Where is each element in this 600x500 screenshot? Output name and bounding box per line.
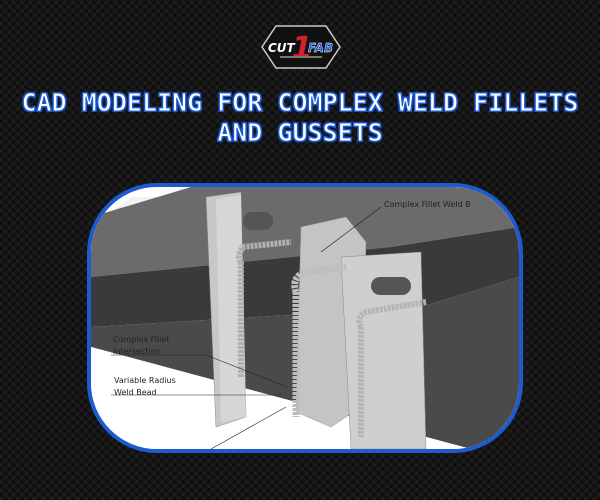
label-radius-line-2: Weld Bead <box>114 388 157 397</box>
label-complex-fillet-weld: Complex Fillet Weld B <box>384 200 471 209</box>
weld-bead-1 <box>235 239 292 377</box>
svg-text:FAB: FAB <box>308 41 333 55</box>
label-fillet-line-1: Complex Filiet <box>113 335 170 344</box>
cad-figure-panel: Complex Fillet Weld B Complex Filiet Int… <box>87 183 523 453</box>
weld-bead-3 <box>356 299 427 437</box>
label-fillet-line-2: Intersection <box>113 347 161 356</box>
label-radius-line-1: Variable Radius <box>114 376 176 385</box>
cutfab-logo: 1 CUT FAB <box>261 25 341 69</box>
page-title: CAD MODELING FOR COMPLEX WELD FILLETS AN… <box>0 88 600 148</box>
svg-text:CUT: CUT <box>268 41 296 55</box>
title-line-2: AND GUSSETS <box>217 118 384 148</box>
weld-bead-2 <box>291 263 347 417</box>
cad-weld-model <box>91 187 519 449</box>
title-line-1: CAD MODELING FOR COMPLEX WELD FILLETS <box>21 88 579 118</box>
